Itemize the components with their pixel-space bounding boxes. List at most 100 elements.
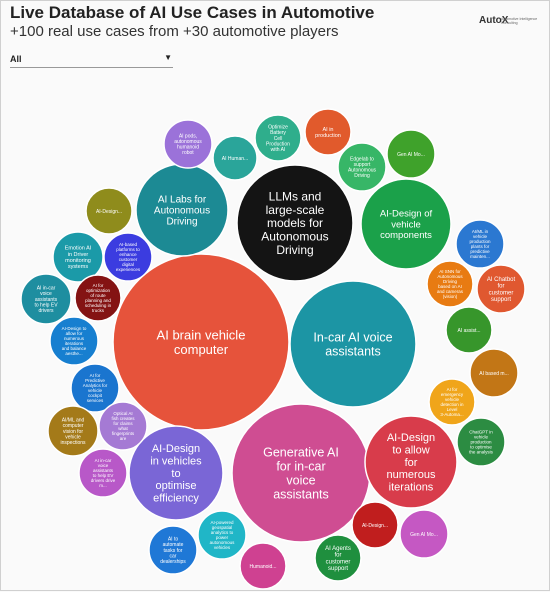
bubble-circle[interactable] <box>47 405 99 457</box>
bubble-label: AI-Design... <box>362 523 388 529</box>
bubble-circle[interactable] <box>314 534 362 582</box>
bubble-circle[interactable] <box>456 417 506 467</box>
bubble-circle[interactable] <box>197 510 247 560</box>
filter-selected-value: All <box>10 54 22 64</box>
bubble[interactable]: AI-Design... <box>351 501 399 549</box>
bubble-circle[interactable] <box>455 219 505 269</box>
bubble-circle[interactable] <box>469 348 519 398</box>
bubble-circle[interactable] <box>360 178 452 270</box>
bubble-circle[interactable] <box>254 114 302 162</box>
bubble-circle[interactable] <box>304 108 352 156</box>
bubble-circle[interactable] <box>103 232 153 282</box>
bubble-circle[interactable] <box>112 253 290 431</box>
bubble-circle[interactable] <box>98 401 148 451</box>
bubble-circle[interactable] <box>52 231 104 283</box>
bubble-circle[interactable] <box>399 509 449 559</box>
bubble-circle[interactable] <box>49 316 99 366</box>
bubble-circle[interactable] <box>85 187 133 235</box>
brand-logo: AutoX Automotive Intelligence Consulting <box>479 15 545 35</box>
bubble-circle[interactable] <box>212 135 258 181</box>
bubble-label: AI based m... <box>479 371 508 377</box>
bubble-circle[interactable] <box>426 260 474 308</box>
bubble-circle[interactable] <box>70 363 120 413</box>
bubble[interactable]: AI assist... <box>445 306 493 354</box>
bubble[interactable]: Gen AI Mo... <box>399 509 449 559</box>
bubble-label: AI-Design... <box>96 209 122 215</box>
bubble[interactable]: AI-Design... <box>85 187 133 235</box>
bubble-label: Humanoid... <box>250 564 277 570</box>
bubble-circle[interactable] <box>20 273 72 325</box>
page-title: Live Database of AI Use Cases in Automot… <box>10 3 375 22</box>
bubble-circle[interactable] <box>78 448 128 498</box>
bubble-circle[interactable] <box>351 501 399 549</box>
logo-tagline: Automotive Intelligence Consulting <box>501 17 538 25</box>
bubble-circle[interactable] <box>239 542 287 590</box>
bubble-label: Gen AI Mo... <box>397 152 425 158</box>
bubble-circle[interactable] <box>128 425 224 521</box>
bubble[interactable]: AI based m... <box>469 348 519 398</box>
bubble-label: Gen AI Mo... <box>410 532 438 538</box>
bubble-circle[interactable] <box>428 378 476 426</box>
bubble[interactable]: Humanoid... <box>239 542 287 590</box>
category-filter-dropdown[interactable]: All ▼ <box>10 53 173 68</box>
chevron-down-icon[interactable]: ▼ <box>164 53 172 62</box>
bubble-circle[interactable] <box>163 119 213 169</box>
bubble-circle[interactable] <box>289 280 417 408</box>
bubble-circle[interactable] <box>74 274 122 322</box>
bubble-circle[interactable] <box>364 415 458 509</box>
bubble[interactable]: AI Human... <box>212 135 258 181</box>
bubble-circle[interactable] <box>386 129 436 179</box>
bubble-circle[interactable] <box>236 164 354 282</box>
bubble[interactable]: Gen AI Mo... <box>386 129 436 179</box>
bubble-circle[interactable] <box>445 306 493 354</box>
bubble-circle[interactable] <box>148 525 198 575</box>
bubble-circle[interactable] <box>337 142 387 192</box>
bubble-circle[interactable] <box>476 264 526 314</box>
